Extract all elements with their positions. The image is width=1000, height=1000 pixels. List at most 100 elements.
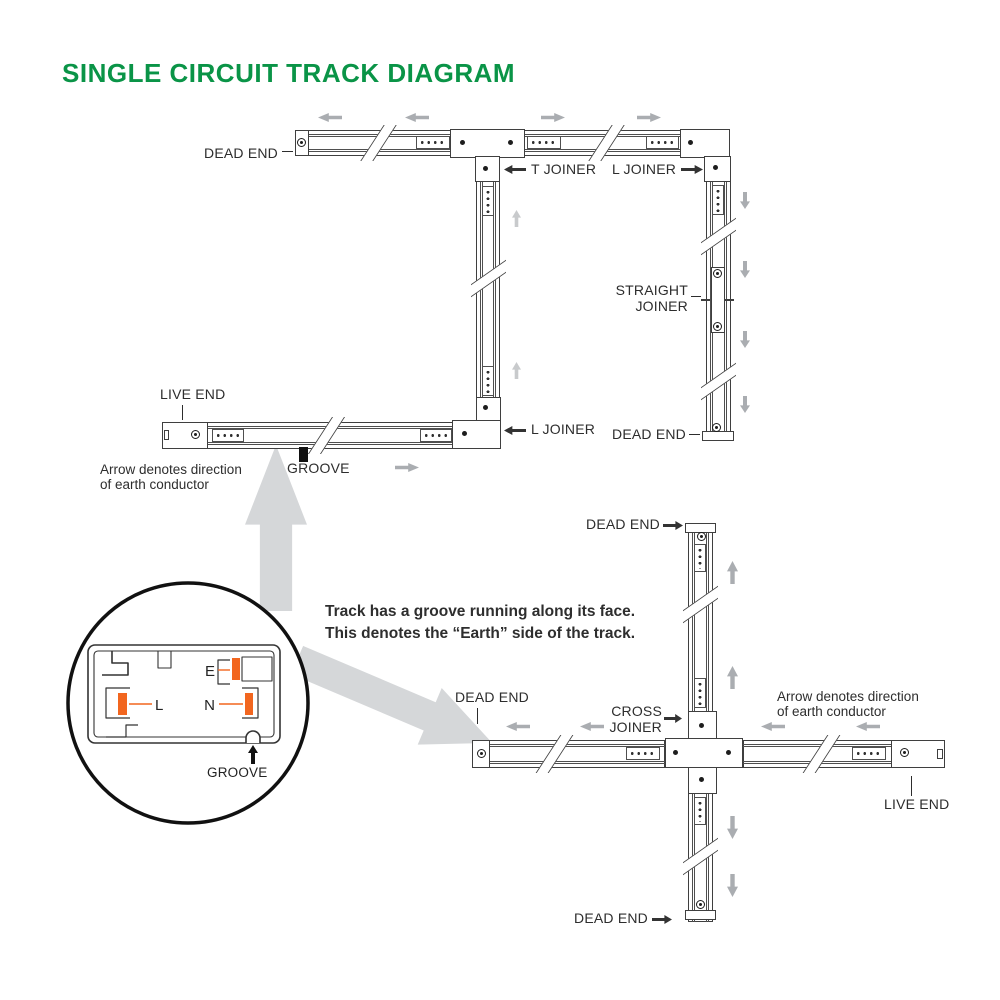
live-end-label: LIVE END [884,796,950,812]
leader-line [911,776,913,796]
screw-icon [699,723,704,728]
screw-icon [460,140,465,145]
groove-label: GROOVE [207,765,267,780]
screw-icon [191,430,200,439]
joiner-tick [701,299,710,301]
leader-arrow-right-icon [664,714,682,723]
direction-arrow-up-icon [727,561,738,584]
screw-icon [477,749,486,758]
l-joiner-stem [476,397,501,424]
leader-arrow-left-icon [504,426,526,435]
direction-arrow-right-icon [395,463,419,472]
leader-arrow-left-icon [504,165,526,174]
connector-plate [626,747,660,760]
cross-joiner-label: CROSS JOINER [609,703,662,735]
screw-icon [697,532,706,541]
dead-end-label: DEAD END [574,910,648,926]
conductor-l-label: L [155,697,163,714]
live-end-label: LIVE END [160,386,226,402]
connector-plate [420,429,452,442]
connector-plate [712,185,724,215]
groove-label: GROOVE [287,460,350,476]
dead-end-cap [685,910,716,920]
leader-line [282,151,293,153]
direction-arrow-left-icon [405,113,429,122]
l-joiner-label: L JOINER [531,421,596,437]
screw-icon [483,405,488,410]
direction-arrow-left-icon [318,113,342,122]
connector-plate [646,136,679,149]
track-profile [87,644,281,744]
earth-conductor-note: Arrow denotes direction of earth conduct… [777,689,919,719]
direction-arrow-down-icon [727,816,738,839]
l-joiner-block [452,420,501,449]
dead-end-label: DEAD END [204,145,278,161]
end-notch [937,749,943,759]
inset-circle [66,581,310,825]
conductor-bar-n [245,693,253,715]
end-notch [164,430,169,440]
connector-plate [416,136,450,149]
l-joiner-stem [704,156,731,182]
groove-arrow-up-icon [248,745,258,764]
dead-end-label: DEAD END [455,689,529,705]
screw-icon [713,322,722,331]
direction-arrow-down-icon [727,874,738,897]
leader-arrow-right-icon [663,521,683,530]
direction-arrow-left-icon [761,722,785,731]
connector-plate [212,429,244,442]
connector-plate [482,186,494,216]
straight-joiner-label: STRAIGHT JOINER [615,282,688,314]
conductor-e-label: E [205,663,215,680]
direction-arrow-up-icon [512,210,521,227]
screw-icon [483,166,488,171]
connector-plate [694,678,706,708]
connector-plate [852,747,886,760]
connector-plate [694,797,706,825]
page-title: SINGLE CIRCUIT TRACK DIAGRAM [62,58,516,88]
screw-icon [508,140,513,145]
conductor-bar-e [232,658,240,680]
screw-icon [699,777,704,782]
direction-arrow-right-icon [541,113,565,122]
live-end-cap [162,422,208,449]
earth-conductor-note: Arrow denotes direction of earth conduct… [100,462,242,492]
leader-line [477,708,479,724]
direction-arrow-left-icon [506,722,530,731]
conductor-bars [118,658,253,715]
screw-icon [900,748,909,757]
screw-icon [688,140,693,145]
track-cross-section-inset: E L N GROOVE [66,581,310,825]
conductor-n-label: N [204,697,215,714]
direction-arrow-down-icon [740,331,750,348]
direction-arrow-down-icon [740,396,750,413]
straight-joiner-plate [711,267,725,333]
screw-icon [712,423,721,432]
leader-arrow-right-icon [652,915,672,924]
dead-end-label: DEAD END [612,426,686,442]
direction-arrow-down-icon [740,192,750,209]
connector-plate [482,366,494,396]
dead-end-label: DEAD END [586,516,660,532]
joiner-tick [725,299,734,301]
leader-line [691,296,701,298]
conductor-bar-l [118,693,127,715]
screw-icon [696,900,705,909]
direction-arrow-left-icon [580,722,604,731]
connector-plate [527,136,561,149]
screw-icon [673,750,678,755]
l-joiner-label: L JOINER [612,161,677,177]
direction-arrow-up-icon [727,666,738,689]
screw-icon [713,165,718,170]
direction-arrow-right-icon [637,113,661,122]
leader-arrow-right-icon [681,165,703,174]
dead-end-cap [702,431,734,441]
t-joiner-label: T JOINER [531,161,597,177]
direction-arrow-left-icon [856,722,880,731]
groove-arrow-up-icon [299,447,308,462]
screw-icon [462,431,467,436]
screw-icon [713,269,722,278]
leader-line [689,434,700,436]
screw-icon [297,138,306,147]
